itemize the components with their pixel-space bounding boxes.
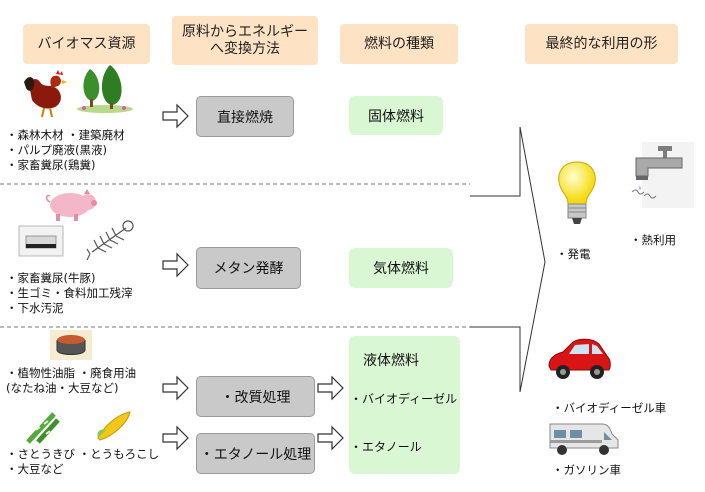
arrow-ethanol-to-liquid	[317, 425, 344, 451]
header-conversion-line1: 原料からエネルギー	[182, 23, 308, 40]
fuel-label: 固体燃料	[368, 108, 424, 125]
pig-icon	[45, 189, 97, 221]
resource-item: ・パルプ廃液(黒液)	[6, 143, 107, 157]
header-fuel-types: 燃料の種類	[340, 24, 458, 64]
arrow-to-reforming	[162, 375, 189, 401]
resource-item: ・下水汚泥	[6, 301, 64, 315]
fishbone-icon	[86, 220, 134, 261]
oil-pot-icon	[50, 330, 92, 360]
resource-item: ・さとうきび ・とうもろこし	[6, 447, 160, 461]
process-direct-combustion: 直接燃焼	[196, 96, 294, 137]
use-heat: ・熱利用	[630, 233, 676, 247]
process-label: メタン発酵	[213, 261, 284, 277]
fuel-label: 気体燃料	[373, 261, 429, 277]
faucet-icon	[631, 142, 694, 208]
sugarcane-icon	[26, 412, 60, 444]
arrow-reforming-to-liquid	[317, 375, 344, 401]
resource-item: ・森林木材 ・建築廃材	[6, 128, 125, 142]
fuel-gas: 気体燃料	[349, 248, 453, 288]
fuel-liquid: 液体燃料 ・バイオディーゼル ・エタノール	[349, 336, 460, 474]
process-label: 直接燃焼	[217, 109, 273, 126]
use-biodiesel-car: ・バイオディーゼル車	[552, 401, 667, 415]
fuel-liquid-ethanol: ・エタノール	[350, 440, 422, 454]
resource-item: ・生ゴミ・食料加工残滓	[6, 286, 133, 300]
fuel-liquid-biodiesel: ・バイオディーゼル	[350, 392, 458, 406]
resources-row2: ・家畜糞尿(牛豚) ・生ゴミ・食料加工残滓 ・下水汚泥	[6, 271, 133, 316]
resource-item: ・大豆など	[6, 462, 64, 476]
header-biomass-resources-label: バイオマス資源	[37, 35, 136, 52]
resource-item: ・植物性油脂 ・廃食用油	[6, 366, 137, 380]
resource-item: ・家畜糞尿(鶏糞)	[6, 158, 96, 172]
use-power-generation: ・発電	[556, 247, 591, 261]
resources-row3b: ・さとうきび ・とうもろこし ・大豆など	[6, 447, 159, 477]
process-ethanol: ・エタノール処理	[196, 433, 315, 474]
process-methane-fermentation: メタン発酵	[196, 247, 301, 289]
fuel-liquid-title: 液体燃料	[363, 353, 419, 369]
resources-row3a: ・植物性油脂 ・廃食用油 (なたね油・大豆など)	[6, 366, 136, 396]
sink-icon	[18, 225, 64, 257]
arrow-to-methane-fermentation	[162, 252, 189, 278]
rooster-icon	[24, 70, 67, 118]
resource-item: (なたね油・大豆など)	[6, 381, 119, 395]
process-label: ・エタノール処理	[199, 446, 312, 463]
camper-van-icon	[549, 423, 619, 455]
header-conversion-method: 原料からエネルギー へ変換方法	[172, 16, 318, 65]
corn-icon	[97, 411, 131, 441]
header-biomass-resources: バイオマス資源	[23, 24, 150, 64]
header-fuel-types-label: 燃料の種類	[364, 35, 434, 52]
light-bulb-icon	[558, 161, 596, 224]
process-label: ・改質処理	[220, 389, 291, 406]
red-car-icon	[548, 338, 611, 379]
fuel-solid: 固体燃料	[349, 96, 443, 135]
header-final-use-label: 最終的な利用の形	[545, 35, 658, 52]
arrow-to-ethanol-processing	[162, 425, 189, 451]
use-gasoline-car: ・ガソリン車	[552, 463, 621, 477]
trees-icon	[77, 65, 133, 113]
arrow-to-direct-combustion	[162, 103, 189, 129]
header-conversion-line2: へ変換方法	[210, 40, 280, 57]
process-reforming: ・改質処理	[196, 376, 315, 417]
merge-arrow	[470, 126, 546, 393]
header-final-use: 最終的な利用の形	[525, 24, 678, 64]
resource-item: ・家畜糞尿(牛豚)	[6, 271, 96, 285]
resources-row1: ・森林木材 ・建築廃材 ・パルプ廃液(黒液) ・家畜糞尿(鶏糞)	[6, 128, 125, 173]
